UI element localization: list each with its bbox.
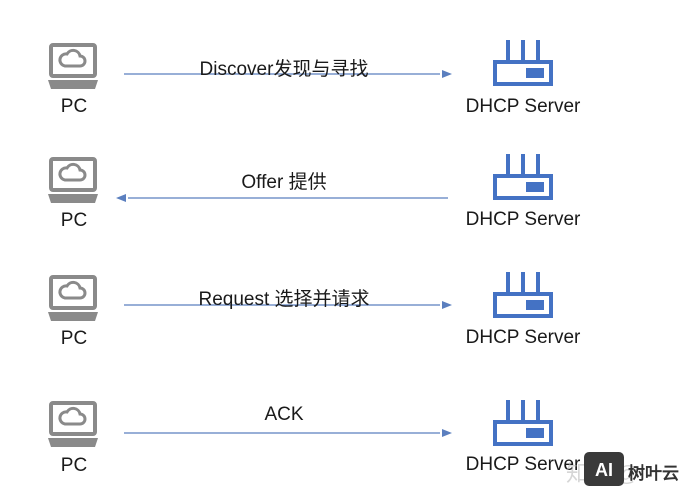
ai-logo-text: AI bbox=[595, 460, 613, 480]
message-ack: ACK bbox=[264, 404, 304, 425]
ai-logo-icon: AI bbox=[584, 452, 624, 486]
arrow-server-to-pc bbox=[116, 194, 448, 202]
exchange-row-discover: PC Discover发现与寻找 DHCP Server bbox=[0, 0, 688, 117]
arrow-pc-to-server bbox=[124, 429, 452, 437]
laptop-cloud-icon bbox=[48, 275, 98, 321]
router-server-icon bbox=[493, 154, 553, 200]
arrow-pc-to-server bbox=[124, 301, 452, 309]
router-server-icon bbox=[493, 272, 553, 318]
router-server-icon bbox=[493, 40, 553, 86]
laptop-cloud-icon bbox=[48, 157, 98, 203]
watermark-brand: 树叶云 bbox=[628, 464, 679, 483]
server-label: DHCP Server bbox=[465, 96, 581, 117]
pc-label: PC bbox=[60, 455, 88, 476]
pc-label: PC bbox=[60, 328, 88, 349]
pc-label: PC bbox=[60, 96, 88, 117]
exchange-row-ack: PC ACK DHCP Server bbox=[0, 360, 688, 476]
laptop-cloud-icon bbox=[48, 43, 98, 89]
exchange-row-request: PC Request 选择并请求 DHCP Server bbox=[0, 232, 688, 349]
message-request: Request 选择并请求 bbox=[198, 289, 370, 310]
arrow-pc-to-server bbox=[124, 70, 452, 78]
message-discover: Discover发现与寻找 bbox=[199, 59, 369, 80]
router-server-icon bbox=[493, 400, 553, 446]
pc-label: PC bbox=[60, 210, 88, 231]
laptop-cloud-icon bbox=[48, 401, 98, 447]
exchange-row-offer: PC Offer 提供 DHCP Server bbox=[0, 114, 688, 231]
server-label: DHCP Server bbox=[465, 327, 581, 348]
server-label: DHCP Server bbox=[465, 209, 581, 230]
server-label: DHCP Server bbox=[465, 454, 581, 475]
message-offer: Offer 提供 bbox=[241, 172, 327, 193]
